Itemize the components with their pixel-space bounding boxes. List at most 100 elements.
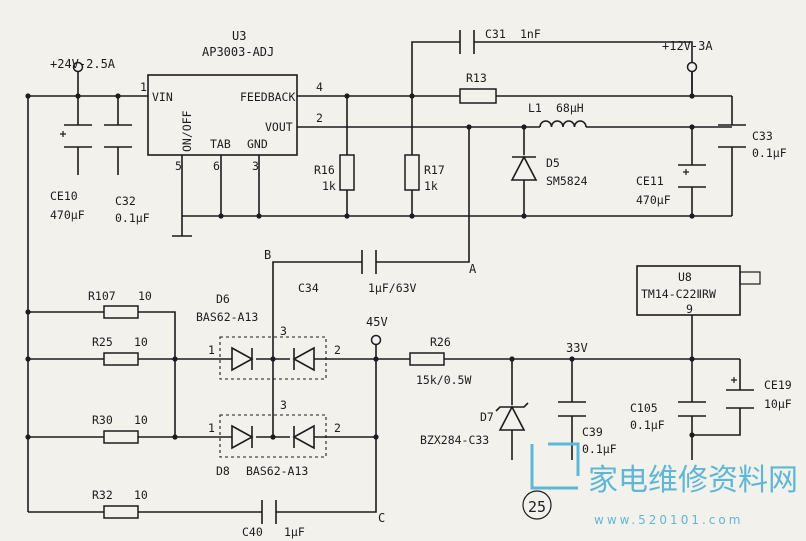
rail-45v-label: 45V (366, 315, 388, 329)
ce11-value: 470μF (636, 193, 671, 207)
r17-value: 1k (424, 179, 438, 193)
r13-ref: R13 (466, 71, 487, 85)
r25-value: 10 (134, 335, 148, 349)
c105-ref: C105 (630, 401, 658, 415)
r30-value: 10 (134, 413, 148, 427)
l1-value: 68μH (556, 101, 584, 115)
c33-value: 0.1μF (752, 146, 787, 160)
d6-ref: D6 (216, 292, 230, 306)
ce19-value: 10μF (764, 397, 792, 411)
page-number-circle (522, 490, 552, 520)
c105-capacitor (678, 401, 706, 417)
c34-value: 1μF/63V (368, 281, 417, 295)
d6-dual-diode (219, 336, 327, 380)
node-b-label: B (264, 248, 271, 262)
r32-ref: R32 (92, 488, 113, 502)
r32-branch (28, 437, 377, 513)
d6-pin-1: 1 (208, 343, 215, 357)
u8-part: TM14-C22ⅡRW (641, 287, 716, 301)
c39-capacitor (558, 401, 586, 417)
c32-capacitor (104, 124, 132, 148)
rail-out-label: +12V-3A (662, 39, 713, 53)
u3-pin-onoff: ON/OFF (180, 110, 194, 152)
d7-ref: D7 (480, 410, 494, 424)
junction-dots (25, 93, 695, 440)
ce10-capacitor (60, 124, 92, 148)
r17-ref: R17 (424, 163, 445, 177)
ce19-wire (692, 359, 741, 436)
u3-pin-num-6: 6 (213, 159, 220, 173)
d5-diode (510, 155, 538, 181)
r13-resistor (459, 88, 497, 104)
d5-part: SM5824 (546, 174, 588, 188)
d8-ref: D8 (216, 464, 230, 478)
watermark-logo-icon (530, 442, 580, 490)
d8-pin-1: 1 (208, 421, 215, 435)
node-a-wire (376, 127, 470, 263)
u3-pin-num-4: 4 (316, 80, 323, 94)
c40-capacitor (261, 500, 277, 524)
watermark-text: 家电维修资料网 (588, 463, 798, 498)
u3-pin-vin: VIN (152, 90, 173, 104)
r26-resistor (409, 352, 445, 366)
c31-wire (411, 41, 693, 96)
u8-tab (739, 271, 761, 285)
vin-terminal (72, 61, 84, 73)
ce19-capacitor (726, 377, 754, 409)
u3-pin-num-2: 2 (316, 111, 323, 125)
r30-resistor (103, 430, 139, 444)
ce19-ref: CE19 (764, 378, 792, 392)
c31-capacitor (459, 30, 475, 54)
d8-pin-3: 3 (280, 398, 287, 412)
r26-value: 15k/0.5W (416, 373, 471, 387)
c31-ref: C31 (485, 27, 506, 41)
u3-pin-num-3: 3 (252, 159, 259, 173)
d7-zener-diode (495, 402, 529, 431)
r16-value: 1k (322, 179, 336, 193)
u8-ref: U8 (678, 270, 692, 284)
c105-value: 0.1μF (630, 418, 665, 432)
u3-pin-vout: VOUT (265, 120, 293, 134)
r107-ref: R107 (88, 289, 116, 303)
vout-terminal (686, 61, 698, 73)
ce11-capacitor (678, 164, 706, 188)
r32-value: 10 (134, 488, 148, 502)
r25-resistor (103, 352, 139, 366)
r16-ref: R16 (314, 163, 335, 177)
ic-u3-body (147, 74, 298, 156)
c34-capacitor (361, 250, 377, 274)
u3-part: AP3003-ADJ (202, 45, 274, 59)
c40-ref: C40 (242, 525, 263, 539)
u3-ref: U3 (232, 29, 246, 43)
r17-resistor (404, 154, 420, 191)
v45-terminal (370, 334, 382, 346)
node-c-label: C (378, 511, 385, 525)
u3-pin-feedback: FEEDBACK (240, 90, 295, 104)
ce11-ref: CE11 (636, 174, 664, 188)
c32-value: 0.1μF (115, 211, 150, 225)
d6-part: BAS62-A13 (196, 310, 258, 324)
d7-part: BZX284-C33 (420, 433, 489, 447)
d6-pin-2: 2 (334, 343, 341, 357)
d6-pin-3: 3 (280, 324, 287, 338)
u8-pin: 9 (686, 302, 693, 316)
u3-pin-tab: TAB (210, 137, 231, 151)
c39-value: 0.1μF (582, 442, 617, 456)
r30-ref: R30 (92, 413, 113, 427)
rail-33v-label: 33V (566, 341, 588, 355)
d8-part: BAS62-A13 (246, 464, 308, 478)
c33-capacitor (718, 124, 746, 148)
ic-u8-body (636, 265, 741, 316)
c39-ref: C39 (582, 425, 603, 439)
watermark-url: www.520101.com (594, 513, 743, 527)
r107-branch (28, 311, 176, 437)
d5-ref: D5 (546, 156, 560, 170)
d8-pin-2: 2 (334, 421, 341, 435)
ce10-ref: CE10 (50, 189, 78, 203)
u3-pin-gnd: GND (247, 137, 268, 151)
l1-ref: L1 (528, 101, 542, 115)
page-number: 25 (528, 498, 546, 516)
l1-inductor (539, 120, 587, 128)
r16-resistor (339, 154, 355, 191)
u3-pin-num-5: 5 (175, 159, 182, 173)
